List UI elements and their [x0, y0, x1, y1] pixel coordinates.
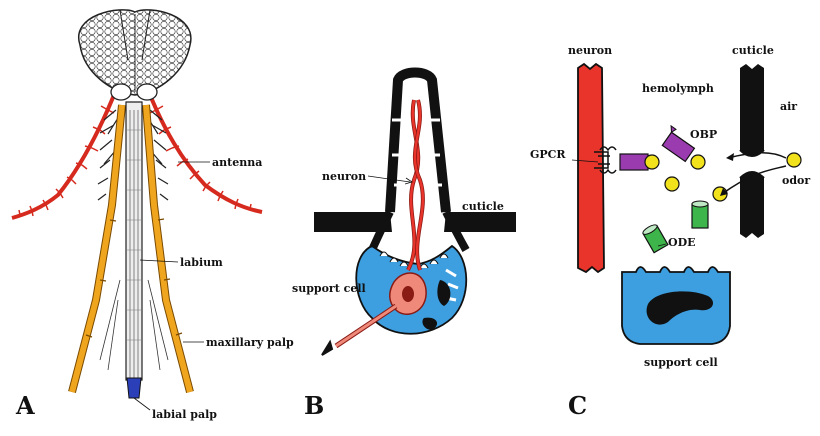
- maxillary-palps: [68, 104, 194, 394]
- panel-a: antenna labium maxillary palp labial pal…: [11, 9, 294, 421]
- label-labium: labium: [180, 256, 223, 269]
- label-hemolymph: hemolymph: [642, 82, 714, 95]
- label-antenna: antenna: [212, 156, 262, 169]
- cuticle-c: [740, 64, 764, 150]
- label-labial-palp: labial palp: [152, 408, 217, 421]
- odor-molecule: [644, 154, 660, 170]
- label-maxillary-palp: maxillary palp: [206, 336, 294, 349]
- compound-eyes: [77, 9, 192, 96]
- panel-c: neuron cuticle hemolymph air GPCR OBP od…: [530, 44, 810, 420]
- label-obp: OBP: [690, 128, 717, 141]
- label-odor: odor: [782, 174, 810, 187]
- antenna-right: [146, 89, 263, 214]
- label-cuticle-b: cuticle: [462, 200, 504, 213]
- panel-letter-b: B: [304, 391, 324, 420]
- odor-molecule: [690, 154, 706, 170]
- neuron-b: [321, 99, 427, 356]
- labium: [99, 101, 169, 381]
- ode-enzyme: [642, 224, 669, 254]
- gpcr: [594, 146, 617, 174]
- label-support-cell-c: support cell: [644, 356, 718, 369]
- panel-letter-a: A: [15, 391, 35, 420]
- odor-molecule: [786, 152, 802, 168]
- obp-bound: [619, 153, 649, 171]
- label-neuron-b: neuron: [322, 170, 366, 183]
- antenna-left: [11, 89, 118, 220]
- label-cuticle-c: cuticle: [732, 44, 774, 57]
- obp-free: [661, 124, 696, 163]
- label-neuron-c: neuron: [568, 44, 612, 57]
- label-support-cell-b: support cell: [292, 282, 366, 295]
- panel-letter-c: C: [568, 391, 587, 420]
- labial-palp: [126, 377, 142, 399]
- panel-b: neuron cuticle support cell B: [292, 67, 516, 420]
- label-ode: ODE: [668, 236, 696, 249]
- ode-enzyme: [691, 200, 709, 229]
- odor-molecule: [664, 176, 680, 192]
- label-gpcr: GPCR: [530, 148, 566, 161]
- label-air: air: [780, 100, 797, 113]
- neuron-membrane: [577, 62, 605, 274]
